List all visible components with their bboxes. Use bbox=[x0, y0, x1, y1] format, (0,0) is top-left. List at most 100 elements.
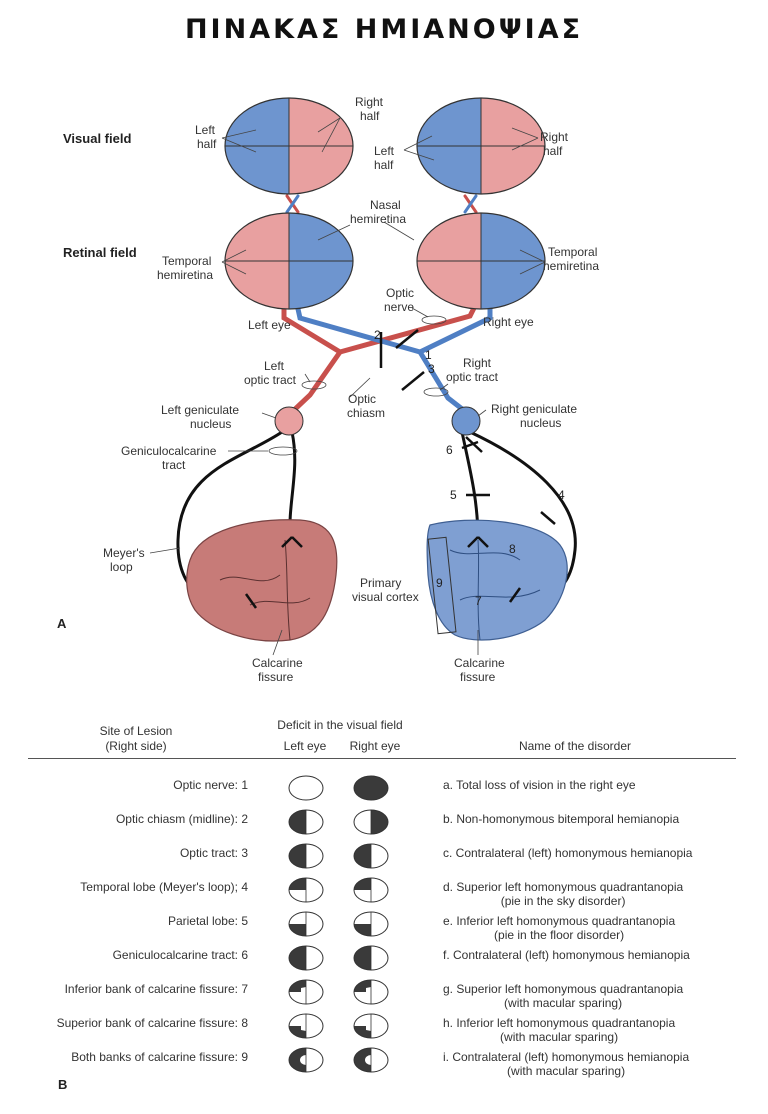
right-eye-deficit bbox=[351, 773, 391, 808]
left-eye-field-icon bbox=[288, 877, 324, 903]
left-eye-field-icon bbox=[288, 911, 324, 937]
left-eye-field-icon bbox=[288, 979, 324, 1005]
retinal-field-row-label: Retinal field bbox=[63, 245, 137, 260]
right-eye-field-icon bbox=[353, 1013, 389, 1039]
right-eye-field-icon bbox=[353, 877, 389, 903]
right-eye-deficit bbox=[351, 943, 391, 978]
right-eye-label: Right eye bbox=[483, 315, 534, 329]
table-row: Both banks of calcarine fissure: 9 i. Con… bbox=[0, 1047, 768, 1084]
disorder-label: b. Non-homonymous bitemporal hemianopia bbox=[443, 812, 680, 826]
lesion-number-8: 8 bbox=[509, 542, 516, 556]
right-eye-field-icon bbox=[353, 843, 389, 869]
deficit-header: Deficit in the visual field bbox=[277, 718, 403, 732]
disorder-label: a. Total loss of vision in the right eye bbox=[443, 778, 636, 792]
left-eye-field-icon bbox=[288, 775, 324, 801]
disorder-header: Name of the disorder bbox=[518, 739, 632, 753]
lesion-site: Parietal lobe: 5 bbox=[167, 914, 248, 928]
left-eye-field-icon bbox=[288, 809, 324, 835]
disorder-name: i. Contralateral (left) homonymous hemia… bbox=[443, 1050, 689, 1078]
visual-field-row-label: Visual field bbox=[63, 131, 131, 146]
left-geniculate-nucleus bbox=[274, 406, 304, 436]
site-of-lesion-header: Site of Lesion (Right side) bbox=[99, 724, 173, 753]
lesion-site: Geniculocalcarine tract: 6 bbox=[112, 948, 248, 962]
right-eye-field-icon bbox=[353, 775, 389, 801]
lesion-site: Optic chiasm (midline): 2 bbox=[115, 812, 248, 826]
disorder-label: e. Inferior left homonymous quadrantanop… bbox=[443, 914, 676, 928]
left-cortex-folds bbox=[219, 539, 311, 641]
table-row: Optic nerve: 1 a. Total loss of vision in… bbox=[0, 775, 768, 812]
table-row: Optic chiasm (midline): 2 b. Non-homonymo… bbox=[0, 809, 768, 846]
left-eye-deficit bbox=[286, 909, 326, 944]
table-row: Geniculocalcarine tract: 6 f. Contralater… bbox=[0, 945, 768, 982]
disorder-note: (pie in the floor disorder) bbox=[494, 928, 625, 942]
retinal-field-left-eye bbox=[224, 212, 354, 310]
disorder-label: g. Superior left homonymous quadrantanop… bbox=[443, 982, 684, 996]
right-eye-field-icon bbox=[353, 911, 389, 937]
left-red-tract bbox=[281, 297, 344, 415]
lesion-site: Inferior bank of calcarine fissure: 7 bbox=[64, 982, 248, 996]
left-eye-deficit bbox=[286, 773, 326, 808]
disorder-name: g. Superior left homonymous quadrantanop… bbox=[443, 982, 683, 1010]
table-row: Parietal lobe: 5 e. Inferior left homonym… bbox=[0, 911, 768, 948]
left-eye-label: Left eye bbox=[248, 318, 291, 332]
right-eye-field-icon bbox=[353, 809, 389, 835]
lesion-number-6: 6 bbox=[446, 443, 453, 457]
right-eye-deficit bbox=[351, 807, 391, 842]
right-eye-deficit bbox=[351, 1011, 391, 1046]
lesion-site: Optic nerve: 1 bbox=[173, 778, 248, 792]
table-header-divider bbox=[28, 758, 736, 759]
left-eye-deficit bbox=[286, 841, 326, 876]
lesion-site: Both banks of calcarine fissure: 9 bbox=[71, 1050, 248, 1064]
panel-label-a: A bbox=[57, 616, 67, 631]
disorder-name: f. Contralateral (left) homonymous hemia… bbox=[443, 948, 690, 962]
lesion-number-1: 1 bbox=[425, 348, 432, 362]
lesion-number-2: 2 bbox=[374, 328, 381, 342]
lesion-number-7: 7 bbox=[475, 594, 482, 608]
lesion-markers bbox=[244, 329, 556, 609]
nerve-crossing-right-b bbox=[463, 194, 478, 214]
label-pointer-lines bbox=[149, 117, 546, 656]
lesion-number-9: 9 bbox=[436, 576, 443, 590]
right-eye-field-icon bbox=[353, 1047, 389, 1073]
disorder-name: a. Total loss of vision in the right eye bbox=[443, 778, 636, 792]
disorder-name: e. Inferior left homonymous quadrantanop… bbox=[443, 914, 675, 942]
left-eye-deficit bbox=[286, 875, 326, 910]
panel-label-b: B bbox=[58, 1077, 68, 1092]
right-eye-header: Right eye bbox=[349, 739, 401, 753]
disorder-label: c. Contralateral (left) homonymous hemia… bbox=[443, 846, 693, 860]
left-eye-deficit bbox=[286, 1045, 326, 1080]
left-eye-field-icon bbox=[288, 843, 324, 869]
disorder-note: (with macular sparing) bbox=[507, 1064, 626, 1078]
right-eye-field-icon bbox=[353, 979, 389, 1005]
visual-field-left-eye bbox=[224, 97, 354, 195]
disorder-label: d. Superior left homonymous quadrantanop… bbox=[443, 880, 684, 894]
disorder-note: (with macular sparing) bbox=[500, 1030, 619, 1044]
nerve-crossing-left-b bbox=[285, 194, 300, 214]
disorder-name: h. Inferior left homonymous quadrantanop… bbox=[443, 1016, 675, 1044]
right-eye-deficit bbox=[351, 875, 391, 910]
left-eye-field-icon bbox=[288, 945, 324, 971]
left-eye-deficit bbox=[286, 943, 326, 978]
left-eye-field-icon bbox=[288, 1047, 324, 1073]
disorder-note: (with macular sparing) bbox=[504, 996, 623, 1010]
disorder-name: b. Non-homonymous bitemporal hemianopia bbox=[443, 812, 679, 826]
right-eye-deficit bbox=[351, 909, 391, 944]
disorder-label: h. Inferior left homonymous quadrantanop… bbox=[443, 1016, 676, 1030]
